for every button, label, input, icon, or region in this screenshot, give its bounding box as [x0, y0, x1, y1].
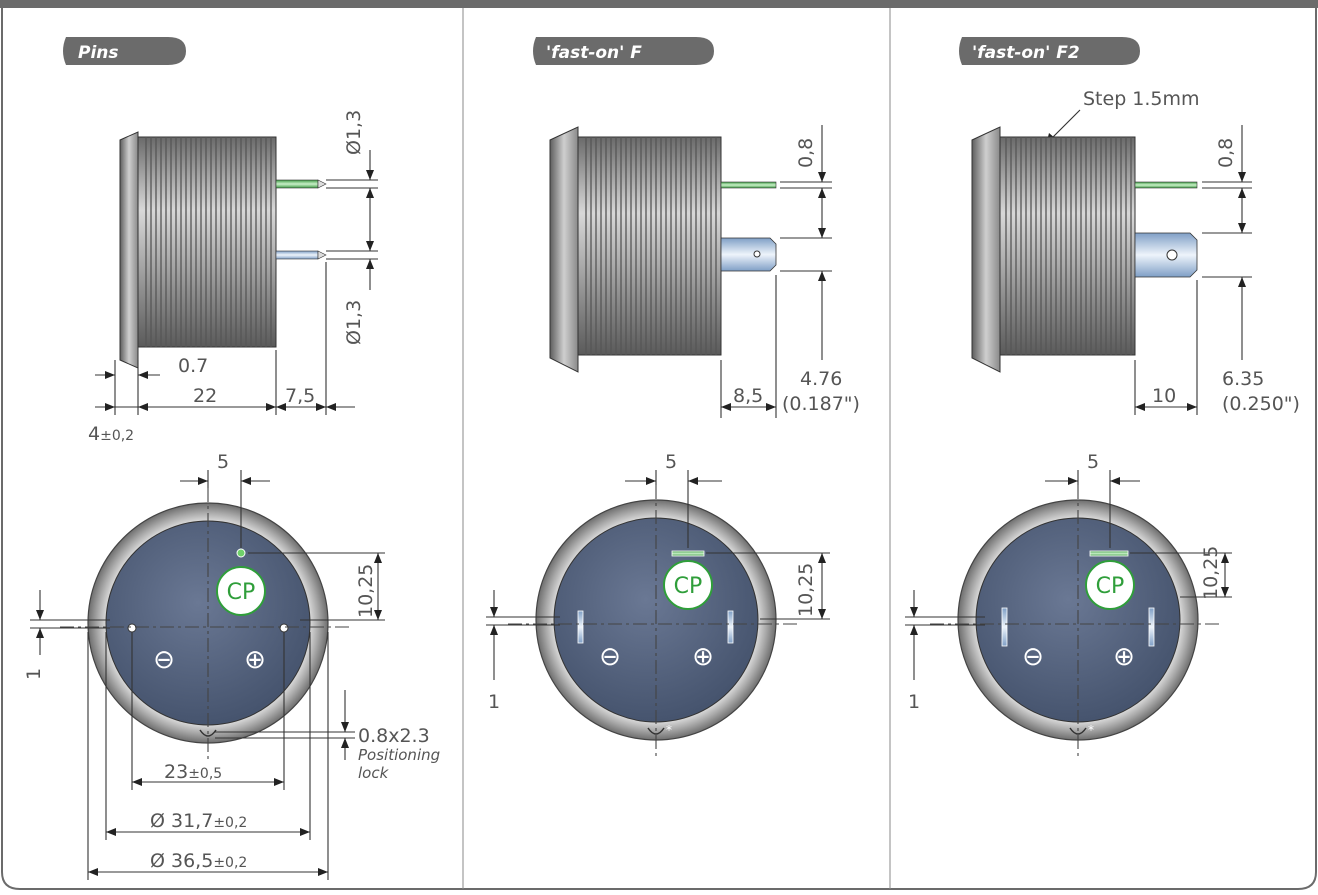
dim-tab-length: 10 — [1152, 385, 1176, 407]
svg-text:*: * — [1088, 723, 1094, 737]
dim-cp-height: 10,25 — [795, 563, 817, 617]
lock-note-2: lock — [358, 764, 390, 782]
dim-tab-width-in: (0.250") — [1222, 393, 1300, 415]
minus-icon: ⊖ — [153, 645, 175, 675]
tab-label: Pins — [78, 43, 119, 63]
dim-lock-size: 0.8x2.3 — [358, 725, 430, 747]
tab-pins — [63, 37, 186, 65]
cp-badge: CP — [1096, 574, 1125, 599]
dim-tab-length: 8,5 — [733, 385, 763, 407]
dim-pin-dia-bottom: Ø1,3 — [343, 300, 365, 345]
plus-icon: ⊕ — [244, 645, 266, 675]
dim-body-length: 22 — [193, 385, 217, 407]
dim-axis-offset: 1 — [23, 668, 45, 680]
dim-pin-length: 7,5 — [285, 385, 315, 407]
dim-axis-offset: 1 — [908, 691, 920, 713]
side-view-fast-on-f2 — [971, 126, 1198, 373]
dim-tab-thickness: 0,8 — [795, 138, 817, 168]
dim-tab-width: 4.76 — [800, 368, 842, 390]
lock-note-1: Positioning — [358, 746, 440, 764]
panel-fast-on-f: 'fast-on' F 0,8 4.76 (0.187") 8,5 CP — [486, 37, 860, 760]
step-note: Step 1.5mm — [1083, 88, 1200, 110]
dim-flange-thickness: 4±0,2 — [88, 423, 134, 445]
dim-tab-width: 6.35 — [1222, 368, 1264, 390]
tab-fast-on-f — [533, 37, 714, 65]
cp-badge: CP — [674, 574, 703, 599]
minus-icon: ⊖ — [1022, 642, 1044, 672]
panel-pins: Pins Ø1,3 Ø1,3 0.7 22 7,5 4±0,2 — [23, 37, 440, 880]
tab-fast-on-f2 — [959, 37, 1140, 65]
cp-badge: CP — [227, 580, 256, 605]
side-view-fast-on-f — [549, 126, 777, 373]
dim-pin-offset: 5 — [665, 451, 677, 473]
dim-dia-inner: Ø 31,7±0,2 — [150, 810, 247, 832]
dim-tab-thickness: 0,8 — [1215, 138, 1237, 168]
dim-dia-outer: Ø 36,5±0,2 — [150, 850, 247, 872]
dim-flange-gap: 0.7 — [178, 355, 208, 377]
dim-cp-height: 10,25 — [355, 564, 377, 618]
tab-label: 'fast-on' F — [546, 43, 642, 63]
plus-icon: ⊕ — [692, 642, 714, 672]
dim-cp-height: 10,25 — [1200, 546, 1222, 600]
plus-icon: ⊕ — [1113, 642, 1135, 672]
svg-text:*: * — [666, 723, 672, 737]
panel-fast-on-f2: 'fast-on' F2 Step 1.5mm 0,8 6.35 (0.250"… — [905, 37, 1300, 760]
dim-tab-width-in: (0.187") — [782, 393, 860, 415]
dim-spacing: 23±0,5 — [164, 761, 222, 783]
dim-pin-offset: 5 — [217, 451, 229, 473]
side-view-pins — [119, 131, 327, 369]
top-bar — [0, 0, 1318, 8]
dim-pin-offset: 5 — [1087, 451, 1099, 473]
dim-pin-dia-top: Ø1,3 — [343, 110, 365, 155]
minus-icon: ⊖ — [599, 642, 621, 672]
tab-label: 'fast-on' F2 — [972, 43, 1080, 63]
dim-axis-offset: 1 — [488, 691, 500, 713]
